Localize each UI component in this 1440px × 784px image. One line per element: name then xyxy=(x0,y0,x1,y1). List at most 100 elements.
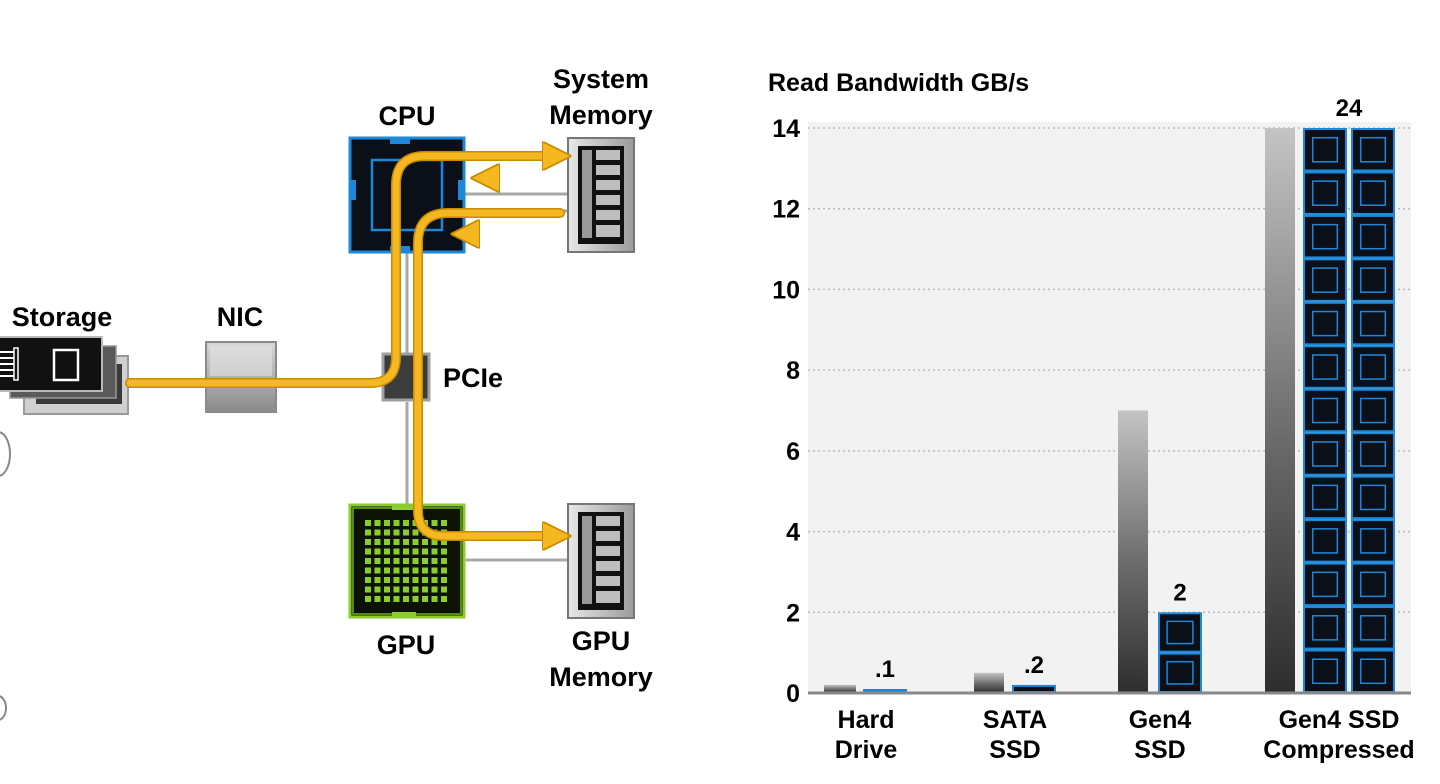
gpu-core-dot xyxy=(393,539,400,545)
gpu-core-dot xyxy=(403,567,409,574)
gpu-core-dot xyxy=(403,558,409,564)
chip-core xyxy=(1359,441,1387,467)
y-tick-label: 6 xyxy=(786,438,800,466)
chip-core xyxy=(1311,484,1339,511)
data-flow-arrow-icon xyxy=(125,156,560,536)
chip-core xyxy=(1359,267,1387,293)
bar-3-baseline xyxy=(1265,128,1295,693)
gpu-core-dot xyxy=(422,577,428,583)
chip-block xyxy=(1303,301,1347,346)
y-tick-label: 4 xyxy=(786,519,800,547)
chip-block xyxy=(1351,128,1395,172)
gpu-core-dot xyxy=(422,596,428,602)
chip-core xyxy=(1359,571,1387,598)
chip-block xyxy=(1158,612,1202,653)
gpu-core-dot xyxy=(384,548,390,555)
gpu-core-dot xyxy=(412,539,419,545)
y-tick-label: 14 xyxy=(772,115,800,143)
bar-2-baseline xyxy=(1118,410,1148,693)
gpu-core-dot xyxy=(384,539,390,545)
chip-core xyxy=(1311,136,1339,163)
edge-artifact xyxy=(0,695,7,721)
gpu-core-dot xyxy=(393,596,400,602)
gpu-core-dot xyxy=(441,586,447,593)
gpu-core-dot xyxy=(441,558,447,564)
gpu-core-dot xyxy=(393,520,400,526)
chip-core xyxy=(1359,310,1387,337)
gpu-core-dot xyxy=(431,586,438,593)
chip-core xyxy=(1359,528,1387,554)
gpu-core-dot xyxy=(412,586,419,593)
chip-block xyxy=(1303,258,1347,302)
bar-0-baseline xyxy=(824,684,856,693)
gpu-core-dot xyxy=(393,577,400,583)
gpu-core-dot xyxy=(374,539,381,545)
chart-title: Read Bandwidth GB/s xyxy=(768,69,1029,97)
chip-core xyxy=(1311,441,1339,467)
chip-block xyxy=(1303,214,1347,259)
x-category-label: Hard xyxy=(838,706,895,734)
chip-core xyxy=(1359,180,1387,206)
gpu-core-dot xyxy=(365,520,371,526)
chip-block xyxy=(1303,562,1347,607)
chip-block xyxy=(1351,519,1395,563)
gpu-core-dot xyxy=(393,548,400,555)
chip-block xyxy=(1303,388,1347,433)
chip-block xyxy=(1351,171,1395,215)
gpu-core-dot xyxy=(412,596,419,602)
gpu-core-dot xyxy=(374,529,381,536)
bars xyxy=(824,128,1395,694)
gpu-core-dot xyxy=(441,548,447,555)
gpu-core-dot xyxy=(412,558,419,564)
storage-label: Storage xyxy=(12,302,113,332)
y-tick-label: 2 xyxy=(786,599,800,627)
gpu-core-dot xyxy=(403,520,409,526)
chip-block xyxy=(1351,562,1395,607)
chip-block xyxy=(1158,652,1202,694)
chip-core xyxy=(1311,223,1339,250)
gpu-core-dot xyxy=(422,586,428,593)
chip-core xyxy=(1311,658,1339,685)
gpu-chip-icon xyxy=(348,503,466,619)
nic-card-icon xyxy=(205,341,277,413)
chip-block xyxy=(1303,171,1347,215)
chip-core xyxy=(1311,571,1339,598)
pcie-label: PCIe xyxy=(443,363,503,393)
gpu-memory-label-line1: GPU xyxy=(572,626,631,656)
data-label: 24 xyxy=(1336,95,1363,122)
chip-block xyxy=(1351,258,1395,302)
gpu-core-dot xyxy=(393,558,400,564)
data-label: .1 xyxy=(875,656,895,683)
chip-block xyxy=(1351,388,1395,433)
gpu-core-dot xyxy=(384,577,390,583)
gpu-core-dot xyxy=(365,586,371,593)
gpu-core-dot xyxy=(431,596,438,602)
gpu-core-dot xyxy=(365,558,371,564)
gpu-core-dot xyxy=(412,529,419,536)
gpu-core-dot xyxy=(365,539,371,545)
gpu-memory-label-line2: Memory xyxy=(549,662,653,692)
gpu-core-dot xyxy=(384,558,390,564)
gpu-core-dot xyxy=(374,567,381,574)
gpu-core-dot xyxy=(393,529,400,536)
bar-1-gpudirect xyxy=(1012,684,1056,694)
gpu-label: GPU xyxy=(377,630,436,660)
gpu-core-dot xyxy=(412,567,419,574)
memory-module-icon xyxy=(567,137,635,253)
gpu-core-dot xyxy=(374,596,381,602)
gpu-core-dot xyxy=(374,520,381,526)
gpu-core-dot xyxy=(422,548,428,555)
x-category-label: Gen4 SSD xyxy=(1279,706,1400,734)
chip-block xyxy=(1303,475,1347,520)
chip-core xyxy=(1359,223,1387,250)
gpu-core-dot xyxy=(393,586,400,593)
gpu-core-dot xyxy=(441,539,447,545)
chip-core xyxy=(1359,397,1387,424)
gpu-core-dot xyxy=(441,596,447,602)
chip-block xyxy=(1012,684,1056,694)
chip-block xyxy=(1303,606,1347,650)
chip-block xyxy=(1303,649,1347,693)
